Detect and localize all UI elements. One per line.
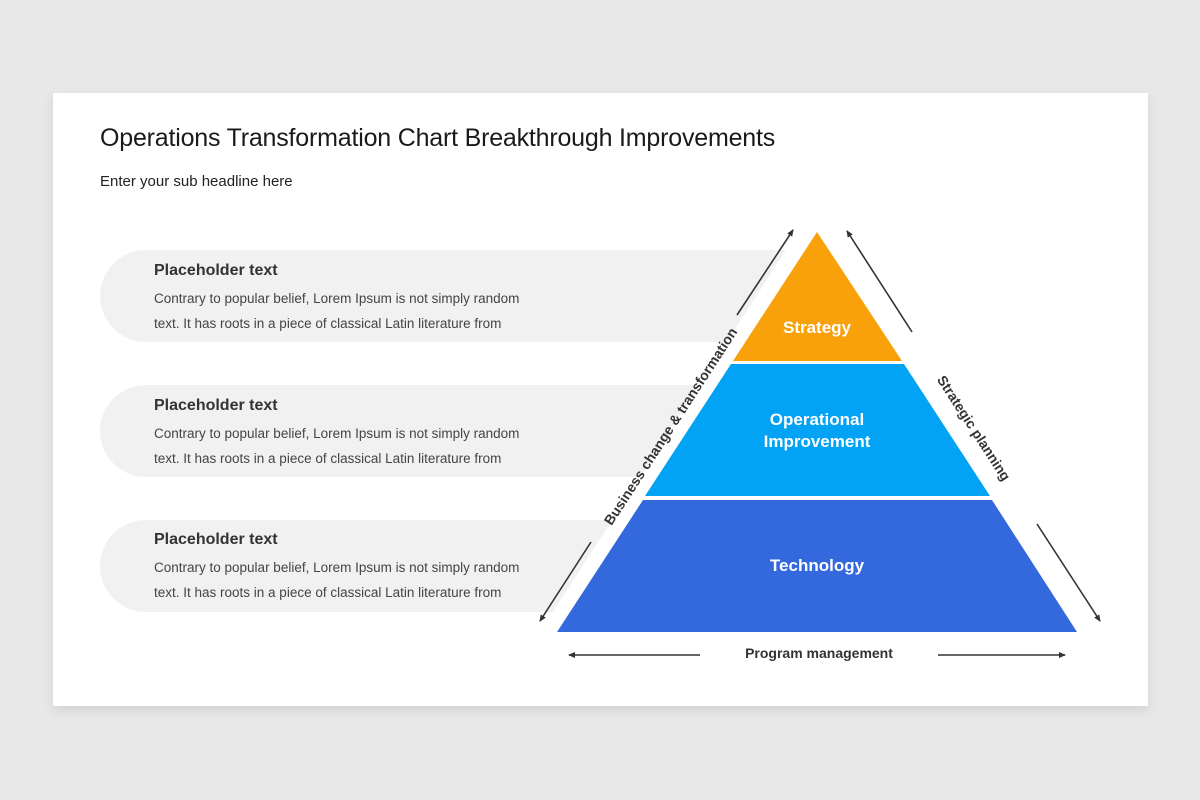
list-item: Placeholder text Contrary to popular bel… — [154, 531, 554, 605]
item-body: Contrary to popular belief, Lorem Ipsum … — [154, 426, 520, 466]
item-heading: Placeholder text — [154, 397, 278, 414]
right-down-arrow — [1036, 523, 1101, 622]
slide-title: Operations Transformation Chart Breakthr… — [100, 124, 776, 152]
pyramid-layer-operational-improvement[interactable] — [645, 364, 990, 496]
list-item: Placeholder text Contrary to popular bel… — [154, 397, 554, 471]
pyramid-layer-technology[interactable] — [557, 500, 1077, 632]
left-up-arrow — [736, 229, 794, 316]
list-item: Placeholder text Contrary to popular bel… — [154, 262, 554, 336]
right-up-arrow — [846, 230, 913, 333]
pyramid-gap-band-left — [543, 222, 817, 640]
layer-label-strategy: Strategy — [782, 318, 852, 337]
slide-subtitle: Enter your sub headline here — [100, 173, 293, 190]
item-body: Contrary to popular belief, Lorem Ipsum … — [154, 291, 520, 331]
item-body: Contrary to popular belief, Lorem Ipsum … — [154, 560, 520, 600]
pill-background-1 — [100, 250, 860, 342]
bottom-axis-label: Program management — [745, 645, 893, 661]
layer-label-operational-improvement: Operational Improvement — [763, 410, 871, 451]
pyramid-layer-strategy[interactable] — [733, 232, 902, 361]
left-down-arrow — [539, 541, 592, 622]
layer-label-technology: Technology — [769, 556, 865, 575]
item-heading: Placeholder text — [154, 262, 278, 279]
item-heading: Placeholder text — [154, 531, 278, 548]
